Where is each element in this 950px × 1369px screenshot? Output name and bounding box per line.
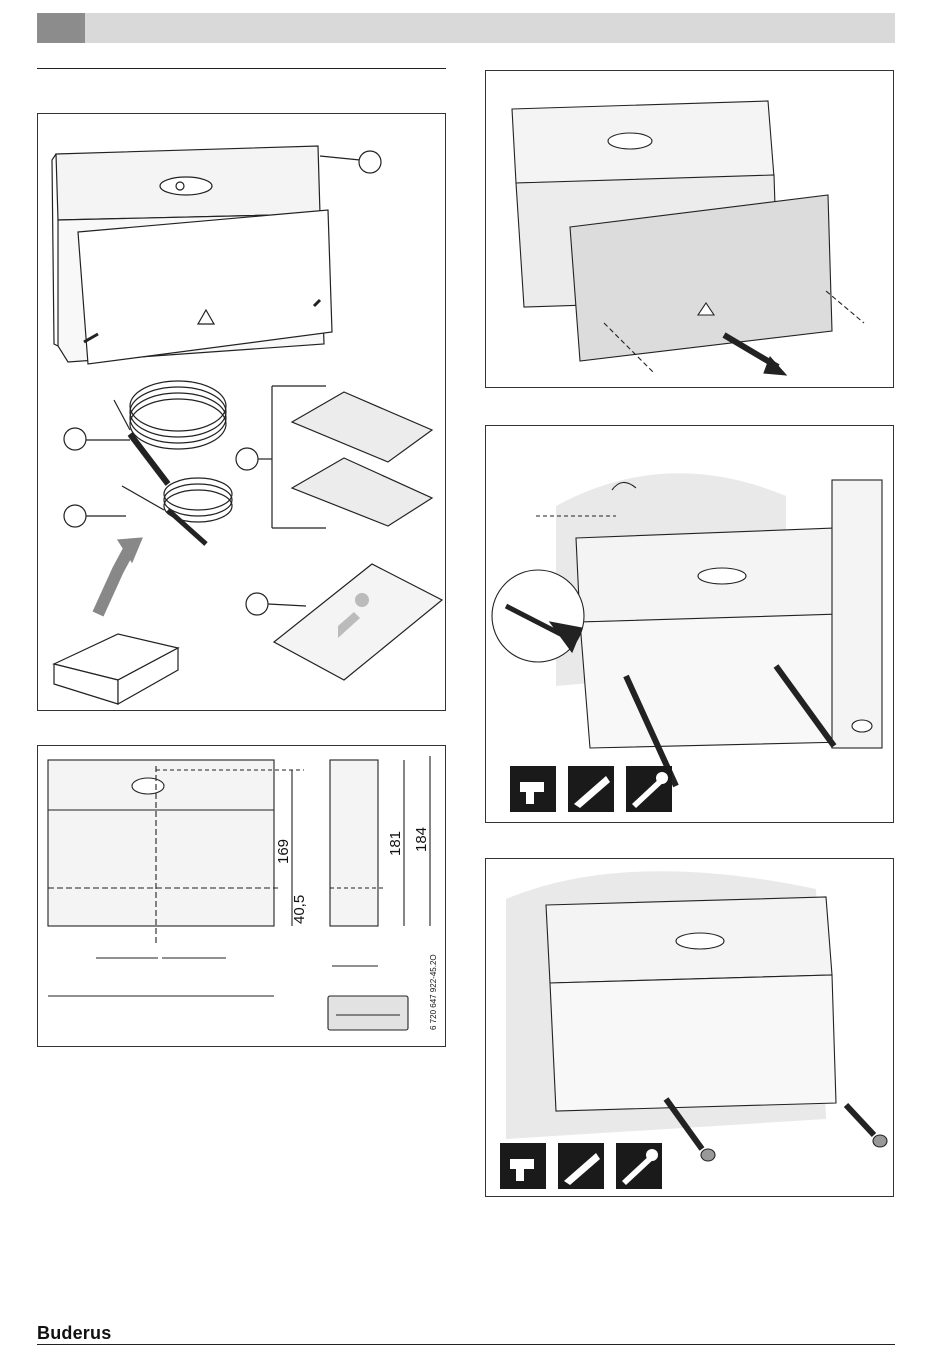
figure-mounting-holes <box>485 425 894 823</box>
callout-2 <box>64 428 86 450</box>
remove-cover-drawing <box>486 71 893 387</box>
mounting-holes-drawing <box>486 426 893 822</box>
callout-1 <box>359 151 381 173</box>
callout-3 <box>64 505 86 527</box>
chapter-tab <box>37 13 85 43</box>
dim-169: 169 <box>275 839 292 864</box>
doc-code: 6 720 647 922-45.2O <box>429 954 438 1030</box>
wall-plug-icon-2 <box>558 1143 604 1189</box>
callout-5 <box>246 593 268 615</box>
callout-4 <box>236 448 258 470</box>
wall-plug-icon <box>568 766 614 812</box>
dim-40-5: 40,5 <box>291 895 308 924</box>
dim-184: 184 <box>413 827 430 852</box>
scope-of-delivery-drawing <box>38 114 445 710</box>
fixing-module-drawing <box>486 859 893 1196</box>
figure-scope-of-delivery <box>37 113 446 711</box>
figure-dimensions: 169 40,5 181 184 6 720 647 922-45.2O <box>37 745 446 1047</box>
figure-remove-cover <box>485 70 894 388</box>
footer-rule <box>37 1344 895 1345</box>
brand-logo: Buderus <box>37 1323 111 1344</box>
section-rule <box>37 68 446 69</box>
figure-fixing-module <box>485 858 894 1197</box>
header-bar <box>37 13 895 43</box>
dim-181: 181 <box>387 831 404 856</box>
dimensions-drawing: 169 40,5 181 184 6 720 647 922-45.2O <box>38 746 445 1046</box>
